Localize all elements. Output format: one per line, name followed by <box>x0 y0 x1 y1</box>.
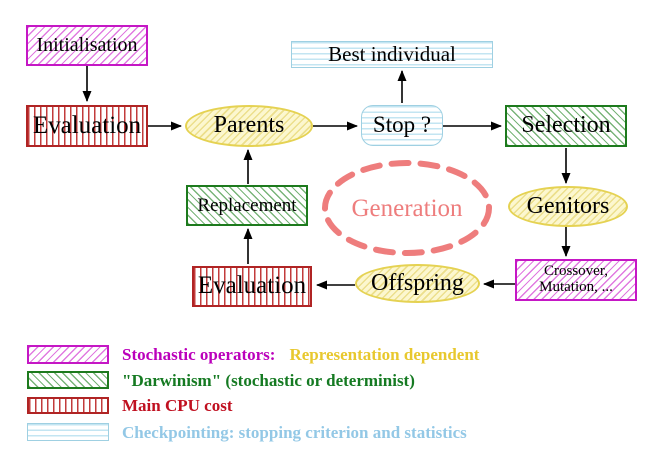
node-genitors: Genitors <box>508 186 628 227</box>
legend-label-darwinism: "Darwinism" (stochastic or determinist) <box>122 371 415 390</box>
node-replacement-label: Replacement <box>197 194 297 216</box>
node-crossover-line1: Crossover, <box>544 263 608 280</box>
node-evaluation-top-label: Evaluation <box>32 111 142 139</box>
node-evaluation-bottom: Evaluation <box>192 266 312 307</box>
node-evaluation-bottom-label: Evaluation <box>197 272 307 300</box>
legend-label-checkpointing: Checkpointing: stopping criterion and st… <box>122 423 467 442</box>
legend-label-stochastic: Stochastic operators: Representation depe… <box>122 345 479 365</box>
legend-swatch-checkpointing <box>27 423 109 441</box>
node-selection-label: Selection <box>521 112 611 139</box>
node-evaluation-top: Evaluation <box>26 105 148 147</box>
node-stop-label: Stop ? <box>372 112 432 138</box>
node-offspring: Offspring <box>355 264 480 303</box>
legend-label-stochastic-part1: Stochastic operators: <box>122 345 276 364</box>
generation-dashed-ellipse <box>322 160 492 256</box>
node-offspring-label: Offspring <box>371 269 464 296</box>
node-parents-label: Parents <box>213 112 285 139</box>
legend-label-cpu-cost: Main CPU cost <box>122 396 233 415</box>
node-genitors-label: Genitors <box>526 192 610 219</box>
node-crossover-mutation: Crossover, Mutation, ... <box>515 259 637 301</box>
legend-swatch-cpu-cost <box>27 397 109 414</box>
node-best-individual-label: Best individual <box>328 42 456 67</box>
node-crossover-line2: Mutation, ... <box>539 279 613 295</box>
node-parents: Parents <box>185 105 313 147</box>
node-best-individual: Best individual <box>291 41 493 68</box>
node-stop: Stop ? <box>361 105 443 146</box>
legend-label-stochastic-part2: Representation dependent <box>289 345 480 364</box>
node-selection: Selection <box>505 105 627 147</box>
node-replacement: Replacement <box>186 185 308 226</box>
generation-label: Generation <box>351 195 463 222</box>
legend-swatch-darwinism <box>27 371 109 389</box>
legend-swatch-stochastic <box>27 345 109 364</box>
node-initialisation-label: Initialisation <box>36 34 138 56</box>
node-initialisation: Initialisation <box>26 25 148 66</box>
